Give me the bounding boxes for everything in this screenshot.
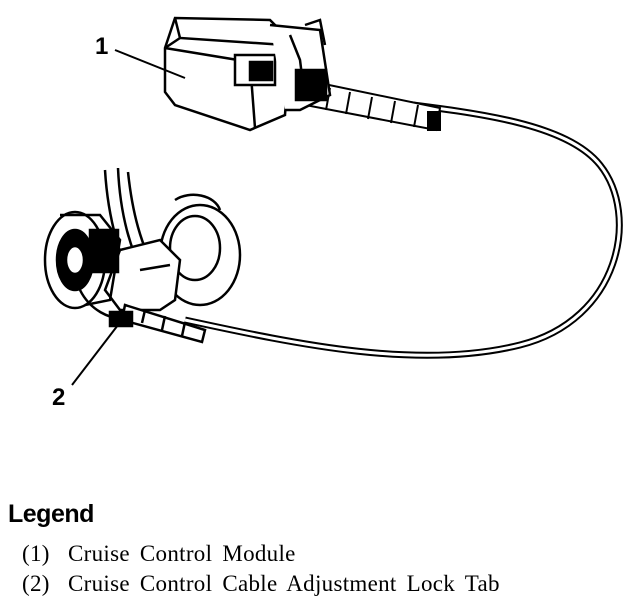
legend-item-number: (2) bbox=[22, 571, 50, 596]
callout-1-leader bbox=[114, 49, 186, 79]
legend-item-text: Cruise Control Cable Adjustment Lock Tab bbox=[68, 571, 500, 596]
control-cable bbox=[184, 91, 623, 359]
callout-1-label: 1 bbox=[95, 33, 109, 60]
cruise-control-module bbox=[163, 16, 332, 132]
legend-item: (1) Cruise Control Module bbox=[22, 539, 628, 569]
diagram-illustration bbox=[43, 16, 623, 386]
callout-2-leader bbox=[71, 324, 119, 386]
throttle-assembly bbox=[43, 167, 242, 344]
legend-item: (2) Cruise Control Cable Adjustment Lock … bbox=[22, 569, 628, 599]
legend-title: Legend bbox=[8, 500, 94, 528]
callout-2-label: 2 bbox=[52, 384, 66, 411]
legend-item-number: (1) bbox=[22, 541, 50, 566]
legend: Legend (1) Cruise Control Module (2) Cruis… bbox=[8, 500, 628, 599]
legend-item-text: Cruise Control Module bbox=[68, 541, 296, 566]
